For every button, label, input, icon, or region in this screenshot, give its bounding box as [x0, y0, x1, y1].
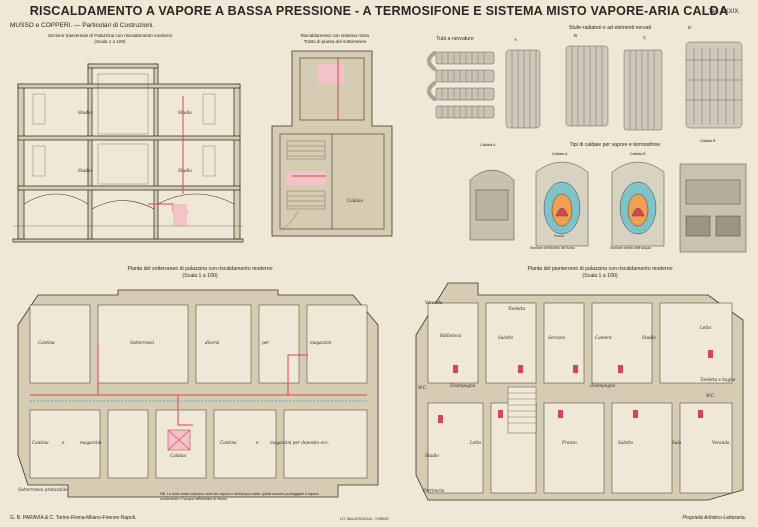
section-water-label: Sezione anello dell'acqua: [610, 246, 651, 250]
room-label: per: [262, 340, 270, 345]
section-smoke-label: Sezione nell'anello del fumo: [530, 246, 575, 250]
boilers-drawing: [469, 161, 747, 253]
fuoco-label: Fuoco: [554, 234, 564, 238]
room-label: Biblioteca: [440, 333, 462, 338]
boiler-label-b2: Caldaia B: [700, 139, 716, 143]
radiator-letter: A: [514, 37, 518, 42]
room-label: Cantina: [32, 440, 49, 445]
room-label: Studio: [425, 453, 439, 458]
room-label: Veranda: [425, 300, 443, 305]
radiator-letter: B: [574, 33, 578, 38]
legend-note: NB. Le linee rosse indicano i tubi del v…: [160, 492, 319, 501]
ground-caption: Pianta del pianterreno di palazzina con …: [505, 266, 695, 280]
radiators-drawing: [505, 41, 743, 131]
ground-caption-text: Pianta del pianterreno di palazzina con …: [527, 266, 673, 272]
room-label: Veranda: [712, 440, 730, 445]
boiler-label-a2: Caldaia A: [552, 152, 568, 156]
radiator-letter: D: [688, 25, 692, 30]
room-label: Cantina: [220, 440, 237, 445]
room-label: e: [62, 440, 65, 445]
room-label: Studio: [78, 110, 92, 115]
section-scale: (Scala 1 a 100): [94, 38, 126, 44]
plate-number: Tav. XXXIX.: [708, 9, 740, 15]
cross-section-drawing: [12, 63, 244, 243]
stufe-caption: Stufe-radiatori e ad elementi nervati: [568, 25, 652, 31]
room-label: Letto: [470, 440, 482, 445]
publisher-credit: G. B. PARAVIA & C. Torino-Roma-Milano-Fi…: [10, 515, 137, 521]
room-label: diversi: [205, 340, 220, 345]
room-label: Sotterraneo praticabile: [18, 487, 68, 492]
room-label: Portineria: [423, 488, 445, 493]
room-label: Salotto: [618, 440, 634, 445]
room-label: Studio: [178, 168, 192, 173]
room-label: Toeletta e bagno: [700, 377, 736, 382]
room-label: Caldaia: [347, 198, 364, 203]
section-caption: Sezione trasversale di Palazzina con ris…: [30, 33, 190, 45]
room-label: Pranzo: [562, 440, 577, 445]
room-label: Cantina: [38, 340, 55, 345]
section-caption-text: Sezione trasversale di Palazzina con ris…: [47, 33, 173, 38]
room-label: Servizio: [548, 335, 566, 340]
boiler-label-b: Caldaia B: [630, 152, 646, 156]
basement-scale: (Scala 1 a 100): [182, 272, 218, 279]
boiler-label-a: Caldaia A: [480, 143, 496, 147]
ground-plan-drawing: [415, 282, 744, 501]
tubi-caption: Tubi a nervature: [436, 36, 474, 42]
radiator-letter: C: [643, 35, 647, 40]
room-label: Salotto: [498, 335, 514, 340]
room-label: Studio: [78, 168, 92, 173]
room-label: magazzini per deposito ecc.: [270, 440, 330, 445]
page-title: RISCALDAMENTO A VAPORE A BASSA PRESSIONE…: [29, 4, 729, 18]
room-label: e: [256, 440, 259, 445]
room-label: Studio: [178, 110, 192, 115]
caldaie-caption: Tipi di caldaie per vapore e termosifone: [569, 142, 661, 148]
room-label: Disimpegno: [590, 383, 616, 388]
room-label: Sotterranei: [130, 340, 155, 345]
finned-tubes-drawing: [427, 50, 495, 119]
misto-plan-drawing: [271, 50, 393, 237]
room-label: Sala: [672, 440, 682, 445]
plate-subtitle: MUSSO e COPPERI. — Particolari di Costru…: [10, 22, 155, 29]
room-label: W.C.: [706, 393, 716, 398]
room-label: Caldaia: [170, 453, 187, 458]
misto-note: Tratto di pianta del sotterraneo: [303, 38, 367, 44]
basement-caption-text: Pianta del sotterraneo di palazzina con …: [127, 266, 273, 272]
room-label: magazzini: [80, 440, 102, 445]
basement-caption: Pianta del sotterraneo di palazzina con …: [95, 266, 305, 280]
ground-scale: (Scala 1 a 100): [582, 272, 618, 279]
misto-caption: Riscaldamento con sistema misto Tratto d…: [270, 33, 400, 45]
room-label: Disimpegno: [450, 383, 476, 388]
room-label: Toeletta: [508, 306, 526, 311]
room-label: Camera: [595, 335, 612, 340]
room-label: W.C.: [418, 385, 428, 390]
printer-credit: LIT. SALUSSOGLIA - TORINO: [340, 517, 389, 521]
room-label: Studio: [642, 335, 656, 340]
basement-plan-drawing: [17, 289, 379, 498]
room-label: Letto: [700, 325, 712, 330]
room-label: magazzini: [310, 340, 332, 345]
rights-notice: Proprietà Artistico-Letteraria.: [682, 515, 746, 521]
misto-caption-text: Riscaldamento con sistema misto: [300, 33, 370, 38]
